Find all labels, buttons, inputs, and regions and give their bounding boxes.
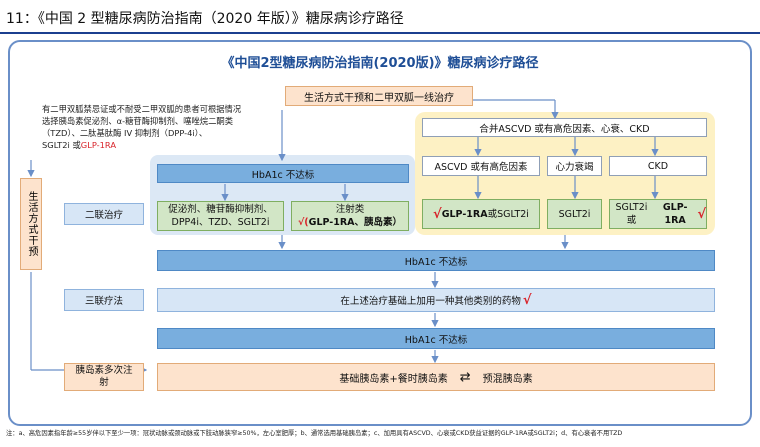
- note-glp1ra-highlight: GLP-1RA: [80, 140, 117, 150]
- hba1c-not-met-box-dual: HbA1c 不达标: [157, 164, 409, 183]
- oral-agents-line-2: DPP4i、TZD、SGLT2i: [171, 217, 270, 228]
- triple-therapy-label: 三联疗法: [64, 289, 144, 311]
- insulin-label-line-2: 射: [99, 377, 109, 388]
- contraindication-note: 有二甲双胍禁忌证或不耐受二甲双胍的患者可根据情况 选择胰岛素促泌剂、α-糖苷酶抑…: [42, 103, 272, 151]
- ckd-result-glp: GLP-1RA: [662, 202, 688, 226]
- first-line-therapy-box: 生活方式干预和二甲双胍一线治疗: [285, 86, 473, 106]
- hba1c-not-met-box-2: HbA1c 不达标: [157, 328, 715, 349]
- swap-arrow-icon: ⇄: [459, 369, 471, 385]
- note-line-2: 选择胰岛素促泌剂、α-糖苷酶抑制剂、噻唑烷二酮类: [42, 116, 233, 126]
- injectable-line-1: 注射类: [335, 204, 365, 215]
- figure-title: 11：《中国 2 型糖尿病防治指南（2020 年版）》糖尿病诊疗路径: [6, 11, 404, 27]
- triple-therapy-text: 在上述治疗基础上加用一种其他类别的药物: [340, 296, 521, 307]
- note-line-3: （TZD）、二肽基肽酶 IV 抑制剂（DPP-4i）、: [42, 128, 208, 138]
- triple-check-mark: √: [522, 292, 532, 308]
- footnote: 注：a、高危因素指年龄≥55岁伴以下至少一项：冠状动脉或颈动脉或下肢动脉狭窄≥5…: [6, 430, 623, 437]
- insulin-regimen-box: 基础胰岛素+餐时胰岛素 ⇄ 预混胰岛素: [157, 363, 715, 391]
- ckd-result-prefix: SGLT2i 或: [615, 202, 648, 226]
- ascvd-check-mark: √: [433, 206, 442, 222]
- ascvd-result-rest: 或SGLT2i: [487, 208, 529, 220]
- heart-failure-result-box: SGLT2i: [547, 199, 602, 229]
- title-divider: [0, 32, 760, 34]
- oral-agents-box: 促泌剂、糖苷酶抑制剂、 DPP4i、TZD、SGLT2i: [157, 201, 284, 231]
- premixed-insulin: 预混胰岛素: [482, 373, 533, 385]
- triple-therapy-box: 在上述治疗基础上加用一种其他类别的药物√: [157, 288, 715, 312]
- ascvd-result-glp: GLP-1RA: [441, 208, 488, 220]
- injectable-agents-box: 注射类 √(GLP-1RA、胰岛素）: [291, 201, 409, 231]
- oral-agents-line-1: 促泌剂、糖苷酶抑制剂、: [168, 204, 273, 215]
- ckd-check-mark: √: [697, 206, 706, 222]
- multiple-insulin-label: 胰岛素多次注 射: [64, 363, 144, 391]
- ckd-result-box: SGLT2i 或 GLP-1RA √: [609, 199, 707, 229]
- insulin-label-line-1: 胰岛素多次注: [75, 365, 133, 376]
- injectable-line-2-text: GLP-1RA、胰岛素）: [308, 217, 403, 228]
- note-line-4: SGLT2i 或GLP-1RA: [42, 139, 272, 151]
- check-mark: √(: [297, 217, 309, 228]
- note-line-4-prefix: SGLT2i 或: [42, 140, 81, 150]
- note-line-1: 有二甲双胍禁忌证或不耐受二甲双胍的患者可根据情况: [42, 104, 242, 114]
- diagram-title: 《中国2型糖尿病防治指南(2020版)》糖尿病诊疗路径: [221, 56, 539, 71]
- ckd-branch-box: CKD: [609, 156, 707, 176]
- hba1c-not-met-box-1: HbA1c 不达标: [157, 250, 715, 271]
- heart-failure-branch-box: 心力衰竭: [547, 156, 602, 176]
- dual-therapy-label: 二联治疗: [64, 203, 144, 225]
- ascvd-branch-box: ASCVD 或有高危因素: [422, 156, 540, 176]
- injectable-line-2: √(GLP-1RA、胰岛素）: [298, 216, 402, 229]
- lifestyle-intervention-bar: 生活方式干预: [20, 178, 42, 270]
- comorbidity-merge-box: 合并ASCVD 或有高危因素、心衰、CKD: [422, 118, 707, 137]
- basal-bolus-insulin: 基础胰岛素+餐时胰岛素: [339, 373, 448, 385]
